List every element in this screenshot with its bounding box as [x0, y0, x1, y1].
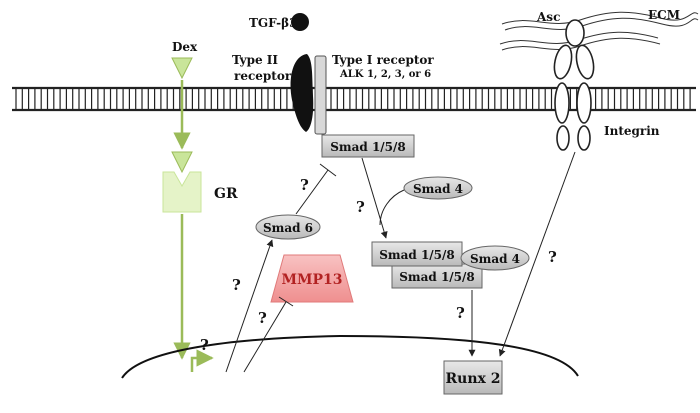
smad6: Smad 6 — [255, 214, 321, 240]
question-mark-3: ? — [232, 276, 241, 294]
ecm-label: ECM — [648, 8, 680, 22]
smad158-top-label: Smad 1/5/8 — [330, 140, 406, 154]
question-mark-1: ? — [300, 176, 309, 194]
type-i-receptor — [314, 55, 327, 135]
dex-label: Dex — [172, 40, 198, 54]
type-ii-receptor — [290, 54, 314, 132]
runx2: Runx 2 — [443, 360, 503, 395]
tgf-b3-ligand — [291, 13, 309, 31]
integrin-label: Integrin — [604, 124, 660, 138]
question-mark-6: ? — [456, 304, 465, 322]
cell-membrane — [12, 86, 696, 112]
arrow-integrin-to-runx2 — [498, 151, 576, 357]
smad4-free-label: Smad 4 — [413, 182, 463, 196]
type-ii-label-line1: Type II — [232, 53, 278, 67]
arrow-nucleus-to-smad6 — [225, 239, 274, 373]
gr-receptor-shape — [162, 171, 202, 213]
arrow-smad4-to-complex — [379, 189, 405, 226]
dex-triangle-bound — [171, 151, 193, 174]
complex-smad158-a-label: Smad 1/5/8 — [379, 248, 455, 262]
complex-smad158-b-label: Smad 1/5/8 — [399, 270, 475, 284]
gr-label: GR — [214, 186, 238, 202]
alk-label: ALK 1, 2, 3, or 6 — [339, 69, 431, 80]
inhibit-nucleus-mmp13 — [243, 301, 287, 373]
question-mark-4: ? — [258, 309, 267, 327]
inhibit-smad6-smad158 — [295, 169, 329, 215]
tgf-b3-label: TGF-β3 — [249, 16, 297, 30]
dex-pathway — [162, 57, 214, 372]
type-ii-label-line2: receptor — [234, 69, 292, 83]
question-mark-5: ? — [200, 336, 209, 354]
question-mark-2: ? — [356, 198, 365, 216]
complex-smad4-label: Smad 4 — [470, 252, 520, 266]
smad4-free: Smad 4 — [403, 176, 473, 200]
smad158-top-box: Smad 1/5/8 — [321, 134, 415, 158]
nucleus-boundary — [121, 334, 579, 379]
smad6-label: Smad 6 — [263, 221, 313, 235]
mmp13: MMP13 — [270, 254, 354, 303]
asc-label: Asc — [536, 10, 560, 24]
mmp13-label: MMP13 — [281, 272, 342, 288]
dex-triangle — [171, 57, 193, 80]
runx2-label: Runx 2 — [446, 371, 501, 387]
type-i-label: Type I receptor — [332, 53, 434, 67]
arrow-smad158-to-complex — [361, 157, 388, 239]
smad-complex: Smad 1/5/8 Smad 4 Smad 1/5/8 — [371, 241, 530, 289]
arrows — [225, 151, 576, 373]
transcription-start-icon — [190, 349, 214, 372]
question-mark-7: ? — [548, 248, 557, 266]
integrin — [553, 19, 595, 151]
